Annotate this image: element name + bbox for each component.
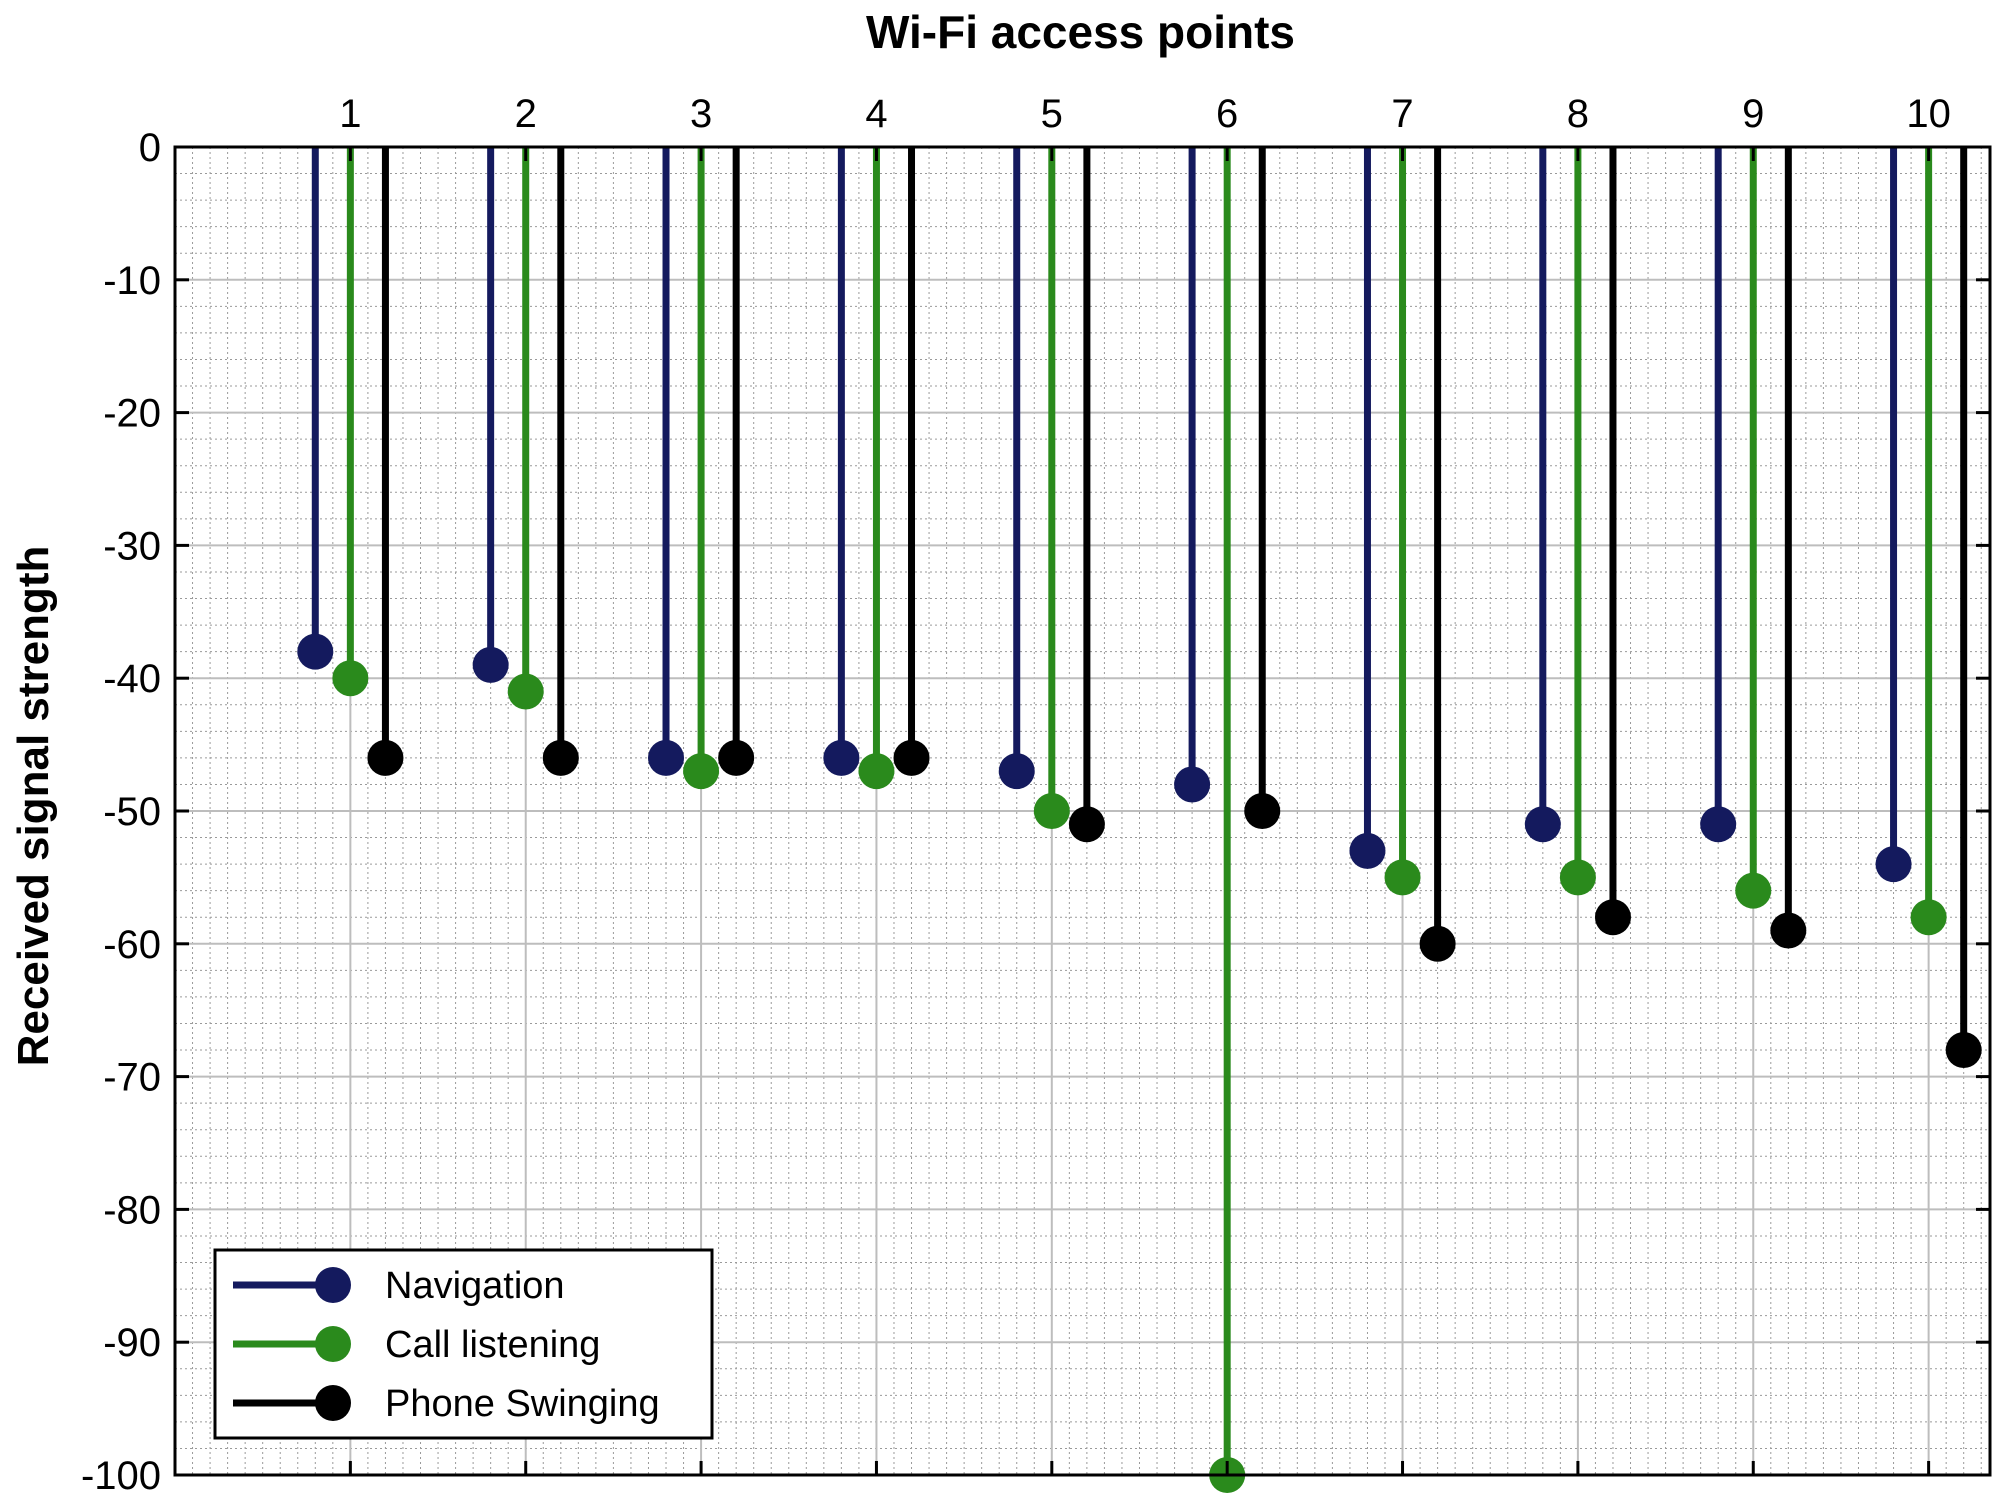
- y-tick-label: -60: [103, 923, 161, 967]
- stem-marker: [1244, 793, 1281, 829]
- legend-marker: [315, 1326, 351, 1362]
- stem-marker: [998, 753, 1035, 790]
- legend-label: Call listening: [385, 1324, 600, 1366]
- y-tick-label: -90: [103, 1321, 161, 1365]
- x-tick-label: 8: [1567, 92, 1589, 136]
- stem-marker: [1910, 899, 1947, 936]
- stem-marker: [1559, 859, 1596, 896]
- y-tick-label: -40: [103, 657, 161, 701]
- y-tick-label: -50: [103, 790, 161, 834]
- y-axis-label: Received signal strength: [9, 546, 58, 1067]
- stem-marker: [1700, 806, 1737, 843]
- stem-marker: [472, 646, 509, 683]
- x-tick-label: 1: [339, 92, 361, 136]
- legend-marker: [315, 1267, 351, 1303]
- stem-marker: [1174, 766, 1211, 803]
- stem-marker: [367, 739, 404, 776]
- y-tick-label: -30: [103, 524, 161, 568]
- x-tick-label: 10: [1906, 92, 1951, 136]
- stem-marker: [1419, 925, 1456, 962]
- stem-marker: [1735, 872, 1772, 909]
- x-tick-label: 4: [865, 92, 887, 136]
- x-tick-label: 5: [1041, 92, 1063, 136]
- stem-marker: [1068, 806, 1105, 843]
- legend-label: Phone Swinging: [385, 1383, 660, 1425]
- stem-marker: [507, 673, 544, 710]
- y-tick-label: -10: [103, 259, 161, 303]
- stem-marker: [1770, 912, 1807, 949]
- x-tick-label: 2: [515, 92, 537, 136]
- stem-marker: [1349, 832, 1386, 869]
- stem-marker: [858, 753, 895, 790]
- y-tick-label: 0: [139, 126, 161, 170]
- stem-marker: [332, 660, 369, 697]
- x-tick-label: 3: [690, 92, 712, 136]
- stem-marker: [893, 739, 930, 776]
- stem-marker: [1033, 793, 1070, 829]
- stem-marker: [1524, 806, 1561, 843]
- legend-marker: [315, 1385, 351, 1421]
- legend-label: Navigation: [385, 1265, 565, 1307]
- chart-title: Wi-Fi access points: [866, 6, 1295, 58]
- stem-marker: [683, 753, 720, 790]
- x-tick-label: 9: [1742, 92, 1764, 136]
- x-tick-label: 6: [1216, 92, 1238, 136]
- stem-marker: [542, 739, 579, 776]
- stem-marker: [1875, 846, 1912, 883]
- y-tick-label: -80: [103, 1188, 161, 1232]
- stem-marker: [823, 739, 860, 776]
- axis-ticks: 0 -10 -20 -30 -40 -50 -60 -70 -80 -90 -100 1 2 3 4 5 6 7 8…: [81, 92, 1990, 1498]
- stem-marker: [1384, 859, 1421, 896]
- y-tick-label: -100: [81, 1454, 161, 1498]
- y-tick-label: -20: [103, 392, 161, 436]
- stem-marker: [648, 739, 685, 776]
- y-tick-label: -70: [103, 1056, 161, 1100]
- stem-marker: [718, 739, 755, 776]
- x-tick-label: 7: [1391, 92, 1413, 136]
- stem-marker: [1594, 899, 1631, 936]
- stem-marker: [297, 633, 334, 670]
- stem-marker: [1945, 1032, 1982, 1069]
- stem-series: [297, 147, 1982, 1493]
